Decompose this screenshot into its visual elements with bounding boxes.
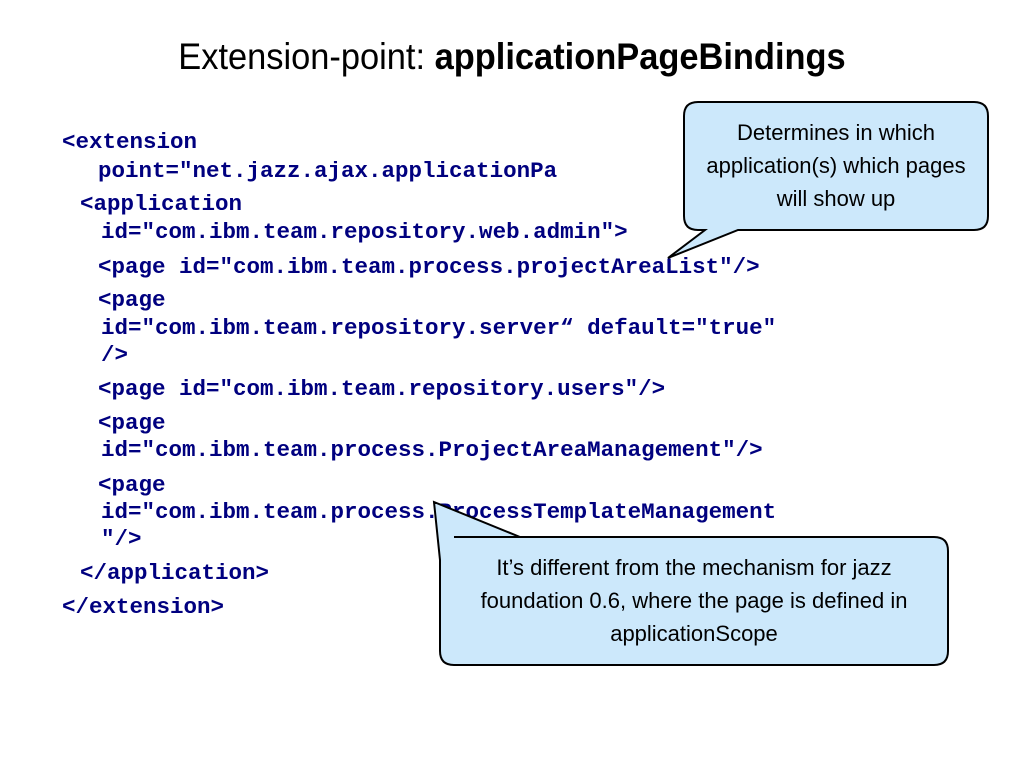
code-line: <page id="com.ibm.team.process.projectAr… <box>98 254 760 280</box>
code-line: <page <box>98 410 166 436</box>
slide-title-prefix: Extension-point: <box>178 36 435 77</box>
slide-title-bold: applicationPageBindings <box>434 36 846 77</box>
code-line: <page <box>98 472 166 498</box>
code-line: </application> <box>80 560 270 586</box>
code-line: id="com.ibm.team.process.ProjectAreaMana… <box>101 437 763 463</box>
callout-bottom-shape <box>432 500 949 666</box>
callout-bottom-text: It’s different from the mechanism for ja… <box>480 555 908 646</box>
code-line: </extension> <box>62 594 225 620</box>
callout-top-text: Determines in which application(s) which… <box>706 120 966 211</box>
code-line: id="com.ibm.team.repository.server“ defa… <box>101 315 777 341</box>
code-line: <application <box>80 191 243 217</box>
code-line: point="net.jazz.ajax.applicationPa <box>98 158 558 184</box>
callout-top-shape <box>667 101 989 259</box>
slide-title: Extension-point: applicationPageBindings <box>36 36 988 78</box>
code-line: <page <box>98 287 166 313</box>
code-line: "/> <box>101 526 142 552</box>
code-line: <page id="com.ibm.team.repository.users"… <box>98 376 666 402</box>
code-line: <extension <box>62 129 198 155</box>
code-line: id="com.ibm.team.repository.web.admin"> <box>101 219 628 245</box>
code-line: /> <box>101 342 129 368</box>
